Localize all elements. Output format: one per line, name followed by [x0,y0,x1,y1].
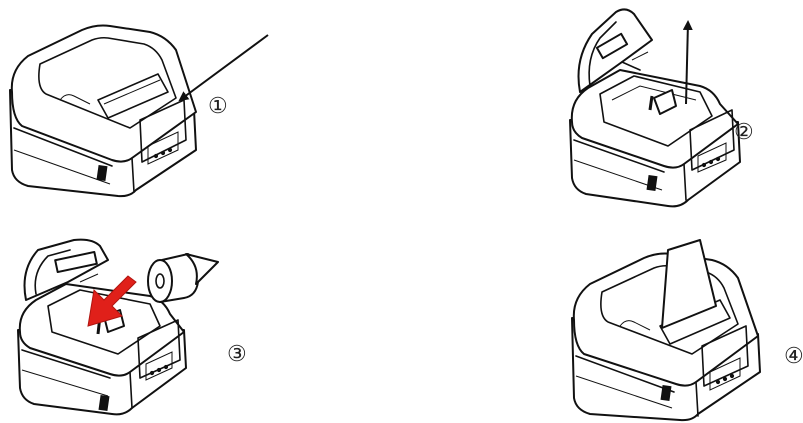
step-1-label: ① [208,94,228,119]
step-4-label: ④ [784,344,803,369]
printer-open-step2 [569,8,741,208]
printer-with-paper-step4 [571,239,761,422]
red-insert-arrow-step3 [87,275,137,327]
paper-roll-step3 [147,253,219,303]
arrow-up-step2 [682,20,693,105]
printer-closed-step1 [9,24,197,198]
step-2-label: ② [734,120,754,145]
printer-open-step3 [17,238,187,416]
step-3-label: ③ [227,342,247,367]
arrow-pointer-step1 [178,34,269,102]
